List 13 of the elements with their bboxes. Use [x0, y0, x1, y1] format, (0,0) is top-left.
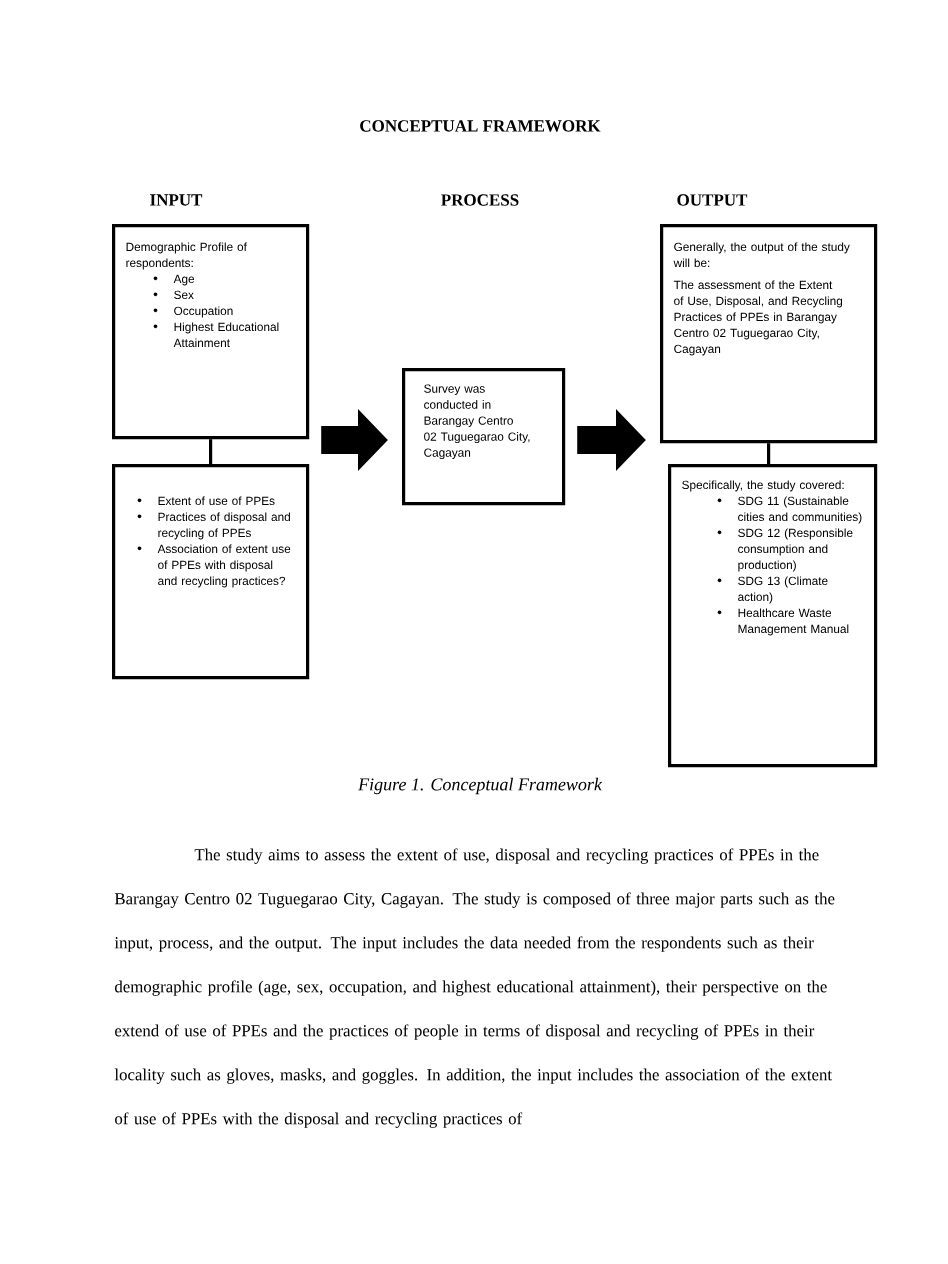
connector-line — [209, 439, 213, 464]
connector-line — [767, 443, 771, 464]
body-paragraph: The study aims to assess the extent of use, disposal and recycling practices of PPEs in the Barangay Centro 02 Tuguegarao City, Cagayan. The study is composed of three major parts such as the input, process, and the output. The input includes the data needed from the respondents such as their demographic profile (age, sex, occupation, and highest educational attainment), their perspective on the extend of use of PPEs and the practices of people in terms of disposal and recycling of PPEs in their locality such as gloves, masks, and goggles. In addition, the input includes the association of the extent of use of PPEs with the disposal and recycling practices of — [114, 848, 835, 1128]
column-heading: INPUT — [150, 194, 203, 206]
title: CONCEPTUAL FRAMEWORK — [360, 120, 601, 132]
text-box — [402, 368, 566, 506]
column-heading: OUTPUT — [677, 194, 748, 206]
text-box — [112, 224, 310, 440]
text-box — [660, 224, 878, 444]
figure-caption: Figure 1. Conceptual Framework — [358, 777, 603, 795]
text-box — [668, 464, 878, 768]
text-box — [112, 464, 310, 680]
column-heading: PROCESS — [441, 194, 519, 206]
